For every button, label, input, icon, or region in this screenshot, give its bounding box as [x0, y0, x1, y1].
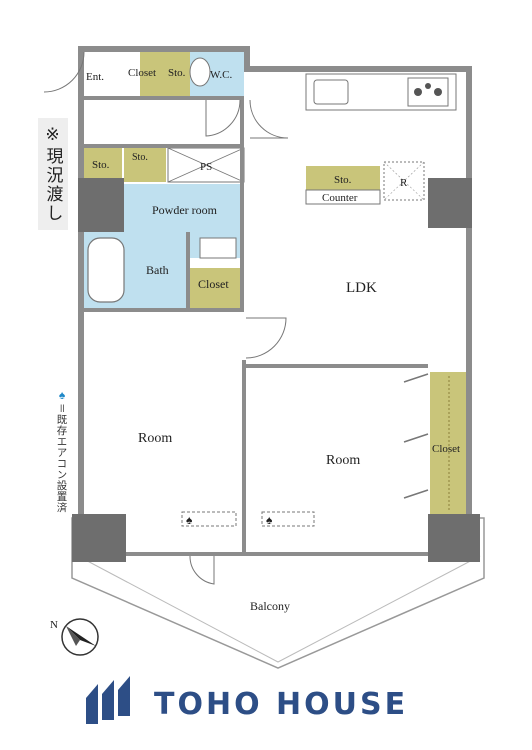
counter	[305, 189, 381, 205]
powder-room-label: Powder room	[152, 203, 218, 217]
brand-logo-icon	[86, 676, 130, 724]
current-condition-note: ※現況渡し	[38, 118, 68, 230]
fridge-label: R	[400, 177, 408, 189]
ac-legend-text: ＝既存エアコン設置済	[55, 403, 68, 513]
sto-top-label: Sto.	[168, 67, 186, 79]
closet-shelves	[403, 373, 429, 499]
walls	[72, 46, 480, 562]
compass-icon: N	[50, 618, 99, 656]
closet-mid-label: Closet	[198, 277, 229, 291]
ac-drop-icon: ♠	[58, 388, 66, 402]
north-label: N	[50, 619, 58, 631]
ldk-label: LDK	[346, 280, 377, 296]
ac-legend: ♠ ＝既存エアコン設置済	[54, 388, 70, 518]
closet-mid	[190, 268, 244, 312]
sto-kitchen-label: Sto.	[334, 174, 352, 186]
sto-small-label: Sto.	[132, 152, 148, 163]
room-right-label: Room	[326, 453, 360, 468]
balcony-label: Balcony	[250, 599, 290, 613]
ac-marker-right: ♠	[261, 511, 315, 527]
ps-label: PS	[200, 161, 212, 173]
sto-left	[84, 148, 122, 182]
ac-marker-left: ♠	[181, 511, 237, 527]
closet-top	[140, 52, 166, 98]
sto-small	[124, 148, 166, 182]
counter-label: Counter	[322, 192, 358, 204]
door-swings	[43, 51, 289, 585]
svg-text:♠: ♠	[266, 513, 273, 527]
closet-right-label: Closet	[432, 443, 460, 455]
sto-top	[166, 52, 190, 96]
sto-left-label: Sto.	[92, 159, 110, 171]
sto-kitchen	[306, 166, 380, 190]
closet-right	[430, 372, 468, 514]
sink-icon	[313, 79, 349, 105]
ent-label: Ent.	[86, 71, 104, 83]
brand: TOHO HOUSE	[82, 676, 462, 732]
closet-top-label: Closet	[128, 67, 156, 79]
svg-text:♠: ♠	[186, 513, 193, 527]
wc-label: W.C.	[210, 69, 232, 81]
stove-icon	[407, 77, 449, 107]
toilet-icon	[189, 57, 211, 87]
bath-label: Bath	[146, 263, 169, 277]
current-condition-text: ※現況渡し	[42, 125, 63, 223]
washbasin-icon	[199, 237, 237, 259]
bathtub-icon	[87, 237, 125, 303]
brand-name: TOHO HOUSE	[154, 686, 409, 722]
room-left-label: Room	[138, 431, 172, 446]
